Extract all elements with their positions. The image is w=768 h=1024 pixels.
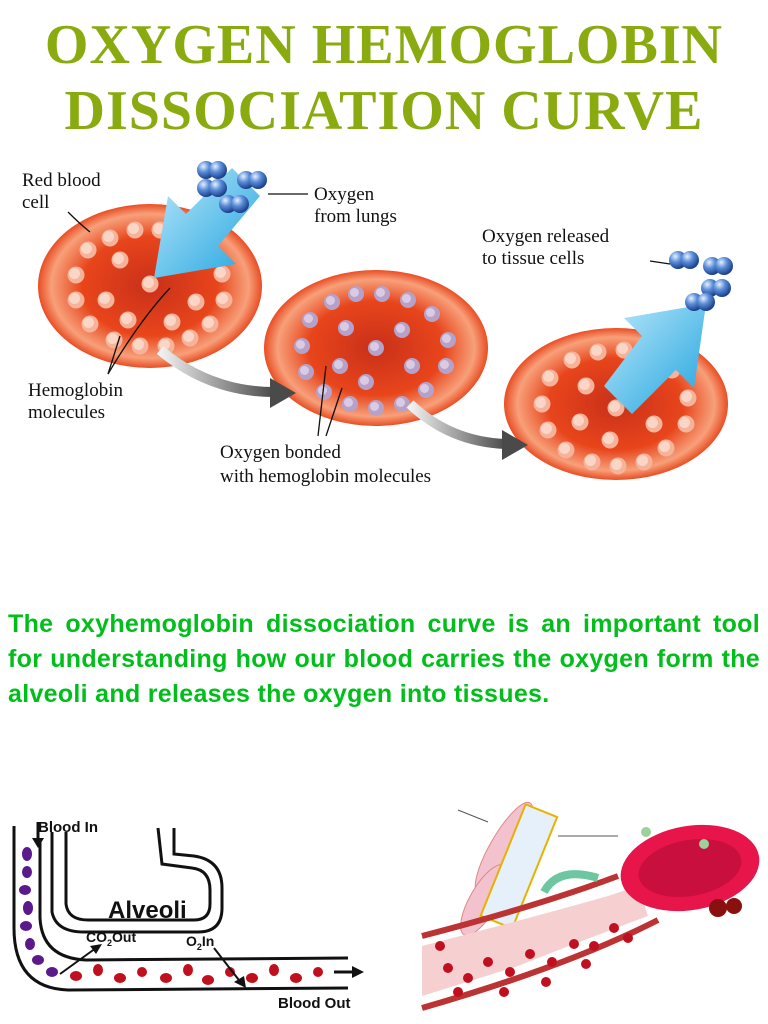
title-line-1: OXYGEN HEMOGLOBIN xyxy=(44,14,724,76)
label-oxygen-bonded-2: with hemoglobin molecules xyxy=(220,466,431,487)
label-hemoglobin-2: molecules xyxy=(28,402,105,423)
red-blood-cell xyxy=(620,824,760,917)
label-oxygen-lungs-1: Oxygen xyxy=(314,184,375,205)
oxygenated-blood-cells xyxy=(70,964,323,985)
label-oxygen-released-1: Oxygen released xyxy=(482,226,610,247)
page-title: OXYGEN HEMOGLOBIN DISSOCIATION CURVE xyxy=(0,12,768,144)
blood-out-arrow xyxy=(334,966,364,978)
o2-in-arrow xyxy=(213,947,246,988)
title-line-2: DISSOCIATION CURVE xyxy=(64,80,704,142)
red-blood-cell-illustration: Red blood cell Oxygen from lungs Oxygen … xyxy=(22,161,733,487)
oxygen-out-arrow xyxy=(604,304,706,414)
blood-in-arrow xyxy=(32,822,44,848)
oxygen-in-arrow xyxy=(154,168,260,278)
label-o2-in: O2In xyxy=(186,933,214,952)
label-red-blood-cell-1: Red blood xyxy=(22,170,101,191)
label-oxygen-lungs-2: from lungs xyxy=(314,206,397,227)
oxygen-molecules-tissue xyxy=(669,251,733,311)
label-alveoli: Alveoli xyxy=(108,897,187,924)
vasodilation-diagram xyxy=(421,801,760,1011)
smooth-muscle-cells xyxy=(460,801,559,936)
label-co2-out: CO2Out xyxy=(86,929,136,948)
signal-arrow xyxy=(540,870,600,895)
alveoli-diagram: Blood In Alveoli CO2Out O2In Blood Out xyxy=(12,819,364,1012)
flow-arrow-2 xyxy=(406,400,528,460)
label-red-blood-cell-2: cell xyxy=(22,192,49,213)
flow-arrow-1 xyxy=(156,346,296,408)
label-blood-in: Blood In xyxy=(38,819,98,836)
blood-vessel xyxy=(421,873,660,1011)
description-paragraph: The oxyhemoglobin dissociation curve is … xyxy=(8,610,760,708)
label-hemoglobin-1: Hemoglobin xyxy=(28,380,123,401)
deoxygenated-blood-cells xyxy=(19,847,58,977)
co2-out-arrow xyxy=(59,944,102,975)
label-oxygen-released-2: to tissue cells xyxy=(482,248,584,269)
label-blood-out: Blood Out xyxy=(278,995,350,1012)
red-blood-cell-2 xyxy=(264,270,488,426)
label-oxygen-bonded-1: Oxygen bonded xyxy=(220,442,341,463)
